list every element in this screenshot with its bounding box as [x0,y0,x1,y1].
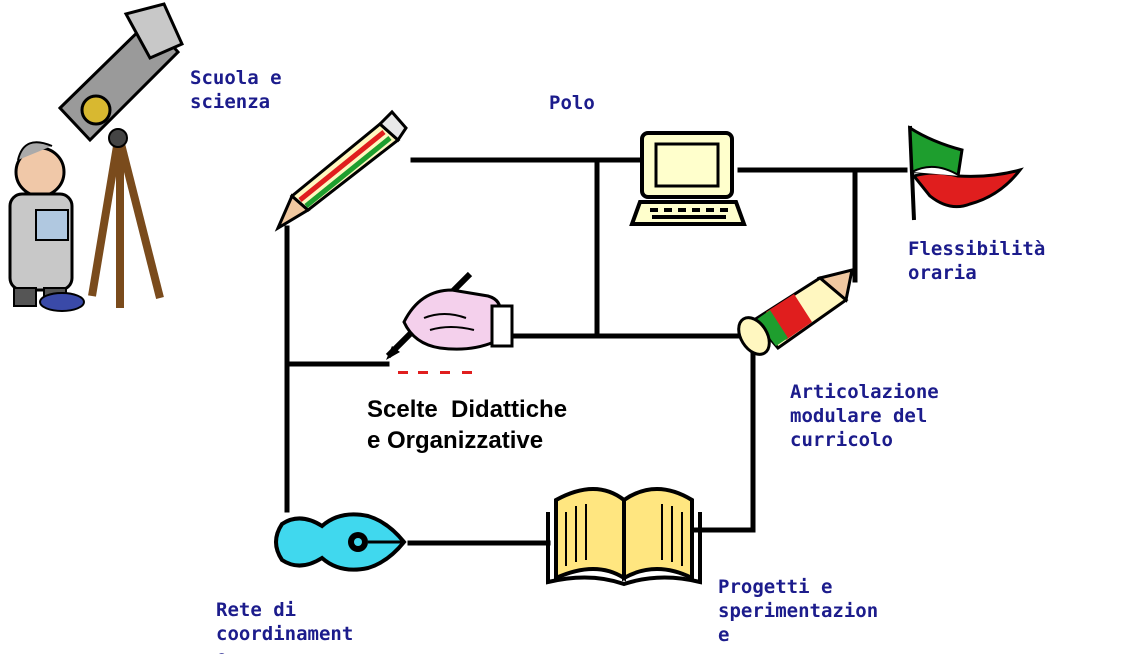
pen-nib-icon [274,512,407,572]
telescope-scientist-icon [8,2,184,312]
computer-icon [629,131,747,226]
label-progetti-sperimentazione: Progetti e sperimentazion e [718,576,879,646]
decorative-dashes [398,371,472,374]
writing-hand-icon [385,271,514,360]
label-scuola-e-scienza: Scuola e scienza [190,67,282,113]
label-articolazione-modulare: Articolazione modulare del curricolo [790,381,939,451]
crayon-icon [737,267,854,356]
flag-icon [908,125,1024,221]
label-flessibilita-oraria: Flessibilità oraria [908,238,1046,284]
book-icon [546,487,702,587]
label-polo: Polo [549,92,595,114]
label-rete-coordinamento: Rete di coordinament o [216,599,354,654]
central-title: Scelte Didattiche e Organizzative [367,396,568,454]
connector-lines [284,157,908,546]
pencil-icon [274,109,408,232]
